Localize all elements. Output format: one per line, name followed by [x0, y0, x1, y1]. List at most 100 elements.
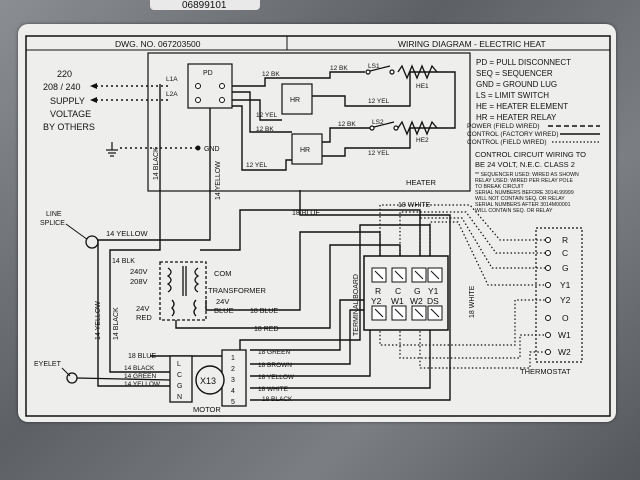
diagram-title: WIRING DIAGRAM - ELECTRIC HEAT: [398, 39, 546, 49]
legend: PD = PULL DISCONNECT SEQ = SEQUENCER GND…: [476, 58, 571, 122]
transformer: [159, 261, 207, 321]
arrow-left-icon: [90, 97, 97, 103]
wire-14yellow: 14 YELLOW: [215, 161, 222, 200]
fine-print-line: SERIAL NUMBERS AFTER 3014M00001: [475, 202, 571, 208]
terminal-y1: Y1: [428, 286, 439, 296]
fine-print-line: WILL CONTAIN SEQ. OR RELAY: [475, 208, 553, 214]
wire-18white-b: 18 WHITE: [469, 285, 476, 318]
terminal-w2: W2: [410, 296, 423, 306]
wire-18blue: 18 BLUE: [292, 210, 320, 217]
wire-12bk-c: 12 BK: [256, 126, 274, 133]
motor-pin-1: 1: [231, 355, 235, 362]
motor-pin-5: 5: [231, 399, 235, 406]
motor-wire-14black: 14 BLACK: [124, 365, 155, 372]
voltage-208-240: 208 / 240: [43, 82, 81, 92]
key-factory: CONTROL (FACTORY WIRED): [467, 131, 559, 138]
sticker-id: 06899101: [182, 0, 227, 11]
l2a-label: L2A: [166, 91, 178, 98]
fine-print-line: ** SEQUENCER USED: WIRED AS SHOWN: [475, 172, 579, 178]
legend-item: HR = HEATER RELAY: [476, 113, 557, 122]
hr1-label: HR: [290, 97, 300, 104]
drawing-number: DWG. NO. 067203500: [115, 39, 201, 49]
motor-wire-18brown: 18 BROWN: [258, 362, 292, 369]
tap-24v-b: 24V: [216, 297, 229, 306]
key-power: POWER (FIELD WIRED): [467, 123, 540, 130]
top-sticker-strip: [150, 0, 260, 10]
tstat-c: C: [562, 248, 568, 258]
tstat-w1: W1: [558, 330, 571, 340]
motor-label: MOTOR: [193, 405, 221, 414]
motor-wire-18green: 18 GREEN: [258, 349, 290, 356]
tstat-g: G: [562, 263, 569, 273]
terminal-g: G: [414, 286, 421, 296]
wire-12yel-c: 12 YEL: [368, 150, 390, 157]
terminal-w1: W1: [391, 296, 404, 306]
control-note-1: CONTROL CIRCUIT WIRING TO: [475, 150, 586, 159]
terminal-screws: [371, 267, 443, 321]
motor-pin-g: G: [177, 383, 182, 390]
tap-com: COM: [214, 269, 232, 278]
ls1-label: LS1: [368, 63, 380, 70]
motor-wire-18yellow: 18 YELLOW: [258, 374, 295, 381]
control-note-2: BE 24 VOLT, N.E.C. CLASS 2: [475, 160, 575, 169]
he2-label: HE2: [416, 137, 429, 144]
wire-18white: 18 WHITE: [398, 202, 431, 209]
thermostat-box: [535, 227, 583, 363]
eyelet-label: EYELET: [34, 361, 62, 368]
tstat-y2: Y2: [560, 295, 571, 305]
motor-pin-2: 2: [231, 366, 235, 373]
tstat-o: O: [562, 313, 569, 323]
line-splice-label-1: LINE: [46, 211, 62, 218]
wire-18blue-b: 18 BLUE: [250, 308, 278, 315]
supply-label: SUPPLY: [50, 96, 85, 106]
transformer-label: TRANSFORMER: [208, 286, 267, 295]
motor-pin-4: 4: [231, 388, 235, 395]
fine-print: ** SEQUENCER USED: WIRED AS SHOWN RELAY …: [475, 172, 579, 214]
field-control-wiring: [379, 204, 548, 369]
motor-pin-3: 3: [231, 377, 235, 384]
thermostat-label: THERMOSTAT: [520, 367, 571, 376]
hr2-label: HR: [300, 147, 310, 154]
tap-208v: 208V: [130, 277, 148, 286]
heater-box: [147, 52, 471, 192]
ground-symbol-icon: [106, 142, 118, 157]
fine-print-line: SERIAL NUMBERS BEFORE 3014L99999: [475, 190, 574, 196]
heater-relay-1: [281, 83, 313, 115]
pd-contacts: [195, 83, 225, 103]
heater-label: HEATER: [406, 178, 436, 187]
wire-14black-v: 14 BLACK: [113, 307, 120, 340]
thermostat-terminals: [545, 237, 551, 355]
motor-wire-18white: 18 WHITE: [258, 386, 289, 393]
field-power-lines: [96, 85, 198, 149]
wire-18red: 18 RED: [254, 326, 279, 333]
arrow-left-icon: [90, 83, 97, 89]
line-splice-label-2: SPLICE: [40, 220, 65, 227]
motor-pin-c: C: [177, 372, 182, 379]
key-field: CONTROL (FIELD WIRED): [467, 139, 547, 146]
wire-12bk-d: 12 BK: [338, 121, 356, 128]
tstat-r: R: [562, 235, 568, 245]
limit-switches: [365, 65, 399, 131]
heater-element-1: [397, 64, 438, 80]
fine-print-line: WILL NOT CONTAIN SEQ. OR RELAY: [475, 196, 565, 202]
wire-12yel-a: 12 YEL: [256, 112, 278, 119]
wire-14black: 14 BLACK: [153, 147, 160, 180]
line-splice: [85, 235, 99, 249]
tap-24v: 24V: [136, 304, 149, 313]
diagram-frame: [25, 35, 611, 417]
motor-wire-14green: 14 GREEN: [124, 373, 156, 380]
voltage-220: 220: [57, 69, 72, 79]
fine-print-line: RELAY USED: WIRED PER RELAY POLE: [475, 178, 573, 184]
legend-item: SEQ = SEQUENCER: [476, 69, 553, 78]
gnd-label: GND: [204, 146, 220, 153]
terminal-board-label: TERMINAL BOARD: [353, 274, 360, 336]
wire-12bk-b: 12 BK: [330, 65, 348, 72]
voltage-label: VOLTAGE: [50, 109, 91, 119]
legend-item: PD = PULL DISCONNECT: [476, 58, 571, 67]
ground-lug: [195, 145, 201, 151]
tap-red: RED: [136, 313, 152, 322]
heater-relay-2: [291, 133, 323, 165]
motor-wire-14yellow: 14 YELLOW: [124, 381, 161, 388]
legend-item: HE = HEATER ELEMENT: [476, 102, 568, 111]
